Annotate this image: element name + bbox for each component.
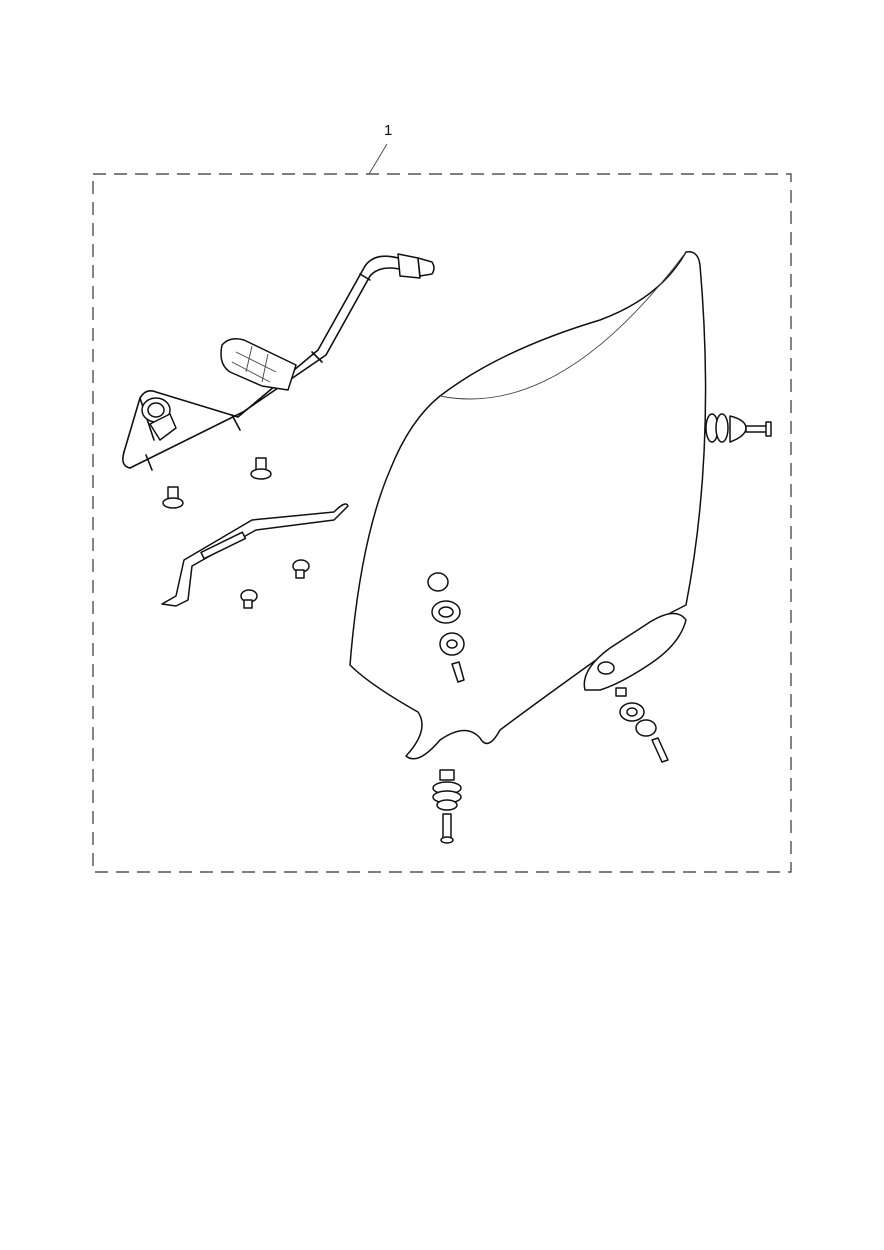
fastener-set-lower-right [615, 687, 669, 763]
fastener-set-bottom [432, 769, 462, 844]
support-stay-bracket [161, 503, 349, 607]
callout-1-leader [368, 143, 388, 175]
fastener-set-center [427, 572, 465, 683]
bolt-4 [240, 589, 258, 609]
mounting-tube-bracket [122, 253, 435, 471]
bolt-3 [292, 559, 310, 579]
bolt-1 [250, 457, 272, 480]
callout-1[interactable]: 1 [368, 122, 392, 175]
bolt-2 [162, 486, 184, 509]
callout-1-label: 1 [384, 122, 392, 139]
kit-boundary [92, 173, 792, 873]
fastener-set-right [705, 413, 772, 443]
windshield [349, 251, 707, 760]
